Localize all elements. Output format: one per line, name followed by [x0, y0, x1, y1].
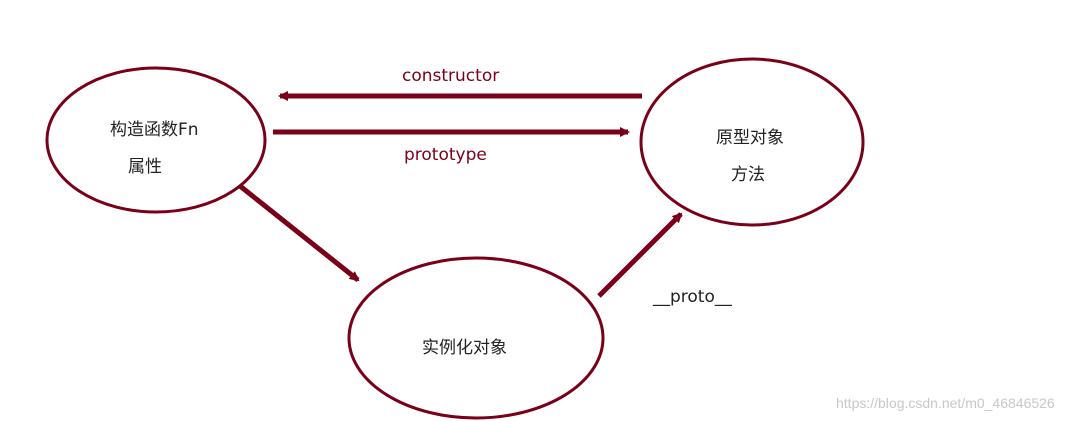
node-prototype-object	[639, 57, 865, 227]
node-prototype-object-label-2: 方法	[731, 165, 765, 185]
node-constructor-fn-label-2: 属性	[128, 157, 162, 177]
edge-instantiation-arrow	[238, 184, 360, 282]
edge-constructor-label: constructor	[402, 66, 499, 86]
edge-prototype-label: prototype	[404, 145, 487, 165]
edge-proto-arrow	[597, 212, 683, 298]
edge-proto-label: __proto__	[652, 287, 732, 307]
node-instance-object	[347, 256, 605, 420]
watermark-text: https://blog.csdn.net/m0_46846526	[836, 395, 1055, 411]
node-constructor-fn	[45, 66, 267, 214]
node-constructor-fn-label-1: 构造函数Fn	[110, 120, 199, 140]
node-prototype-object-label-1: 原型对象	[716, 128, 784, 148]
node-instance-object-label: 实例化对象	[422, 338, 507, 358]
